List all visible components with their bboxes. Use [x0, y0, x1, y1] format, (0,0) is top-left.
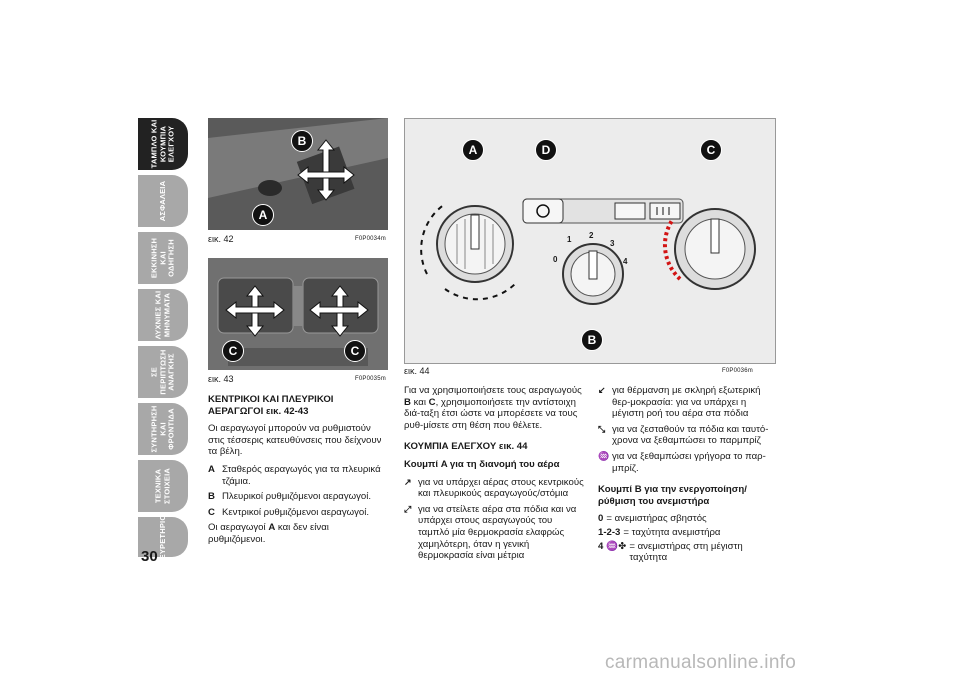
fan-speed-0: 0 [553, 255, 558, 264]
list-item: ⤡για να ζεσταθούν τα πόδια και ταυτό-χρο… [598, 423, 769, 447]
tab-technical-data[interactable]: ΤΕΧΝΙΚΑ ΣΤΟΙΧΕΙΑ [138, 460, 188, 512]
vents-usage: Για να χρησιμοποιήσετε τους αεραγωγούς B… [404, 385, 582, 431]
tab-index[interactable]: ΕΥΡΕΤΗΡΙΟ [138, 517, 188, 557]
windscreen-demist-icon: ♒ [598, 450, 610, 461]
tab-safety[interactable]: ΑΣΦΑΛΕΙΑ [138, 175, 188, 227]
figure-42-photo: B A [208, 118, 388, 230]
column-3: ↙για θέρμανση με σκληρή εξωτερική θερ-μο… [598, 385, 774, 568]
fan-row: 0= ανεμιστήρας σβηστός [598, 513, 707, 525]
marker-b: B [291, 130, 313, 152]
figure-42-code: F0P0034m [355, 236, 386, 242]
fan-speed-1: 1 [567, 235, 572, 244]
vents-intro: Οι αεραγωγοί μπορούν να ρυθμιστούν στις … [208, 423, 382, 458]
column-2: Για να χρησιμοποιήσετε τους αεραγωγούς B… [404, 385, 584, 566]
fan-speed-2: 2 [589, 231, 594, 240]
fan-speed-3: 3 [610, 239, 615, 248]
section-heading-vents: ΚΕΝΤΡΙΚΟΙ ΚΑΙ ΠΛΕΥΡΙΚΟΙ ΑΕΡΑΓΩΓΟΙ εικ. 4… [208, 394, 334, 417]
list-item: ↗για να υπάρχει αέρας στους κεντρικούς κ… [404, 476, 584, 500]
figure-44-panel: 1 2 3 0 4 A D C B [404, 118, 776, 364]
air-feet-windscreen-icon: ⤡ [598, 423, 606, 434]
marker-a: A [462, 139, 484, 161]
tab-warning-lights[interactable]: ΛΥΧΝΙΕΣ ΚΑΙ ΜΗΝΥΜΑΤΑ [138, 289, 188, 341]
air-face-icon: ↗ [404, 476, 412, 487]
list-item: ↙για θέρμανση με σκληρή εξωτερική θερ-μο… [598, 385, 761, 420]
watermark: carmanualsonline.info [605, 652, 797, 673]
figure-42-label: εικ. 42 [208, 234, 234, 244]
fan-row: 1-2-3= ταχύτητα ανεμιστήρα [598, 526, 721, 538]
figure-43-code: F0P0035m [355, 376, 386, 382]
air-feet-icon: ↙ [598, 385, 606, 395]
air-face-feet-icon: ⤢ [404, 503, 412, 514]
knob-b-heading: Κουμπί B για την ενεργοποίηση/ ρύθμιση τ… [598, 484, 747, 507]
fan-row: 4♒✤= ανεμιστήρας στη μέγιστη ταχύτητα [598, 540, 743, 564]
figure-44-label: εικ. 44 [404, 366, 430, 376]
knob-a-heading: Κουμπί A για τη διανομή του αέρα [404, 458, 560, 470]
marker-d: D [535, 139, 557, 161]
column-1: ΚΕΝΤΡΙΚΟΙ ΚΑΙ ΠΛΕΥΡΙΚΟΙ ΑΕΡΑΓΩΓΟΙ εικ. 4… [208, 394, 388, 552]
side-vent-illustration [208, 118, 388, 230]
climate-control-illustration [420, 198, 756, 305]
vents-note: Οι αεραγωγοί A και δεν είναι ρυθμιζόμενο… [208, 522, 329, 545]
figure-44-code: F0P0036m [722, 368, 753, 374]
fan-speed-4: 4 [623, 257, 628, 266]
marker-a: A [252, 204, 274, 226]
section-heading-controls: ΚΟΥΜΠΙΑ ΕΛΕΓΧΟΥ εικ. 44 [404, 441, 528, 453]
marker-b: B [581, 329, 603, 351]
tab-dashboard-controls[interactable]: ΤΑΜΠΛΟ ΚΑΙ ΚΟΥΜΠΙΑ ΕΛΕΓΧΟΥ [138, 118, 188, 170]
fan-max-icon: ♒✤ [606, 540, 627, 552]
list-item: ⤢για να στείλετε αέρα στα πόδια και να υ… [404, 503, 577, 562]
page-number: 30 [141, 548, 158, 565]
tab-starting-driving[interactable]: ΕΚΚΙΝΗΣΗ ΚΑΙ ΟΔΗΓΗΣΗ [138, 232, 188, 284]
figure-43-label: εικ. 43 [208, 374, 234, 384]
list-item: ♒για να ξεθαμπώσει γρήγορα το παρ-μπρίζ. [598, 450, 766, 474]
marker-c: C [700, 139, 722, 161]
marker-c-left: C [222, 340, 244, 362]
tab-maintenance[interactable]: ΣΥΝΤΗΡΗΣΗ ΚΑΙ ΦΡΟΝΤΙΔΑ [138, 403, 188, 455]
tab-emergency[interactable]: ΣΕ ΠΕΡΙΠΤΩΣΗ ΑΝΑΓΚΗΣ [138, 346, 188, 398]
figure-43-photo: C C [208, 258, 388, 370]
marker-c-right: C [344, 340, 366, 362]
